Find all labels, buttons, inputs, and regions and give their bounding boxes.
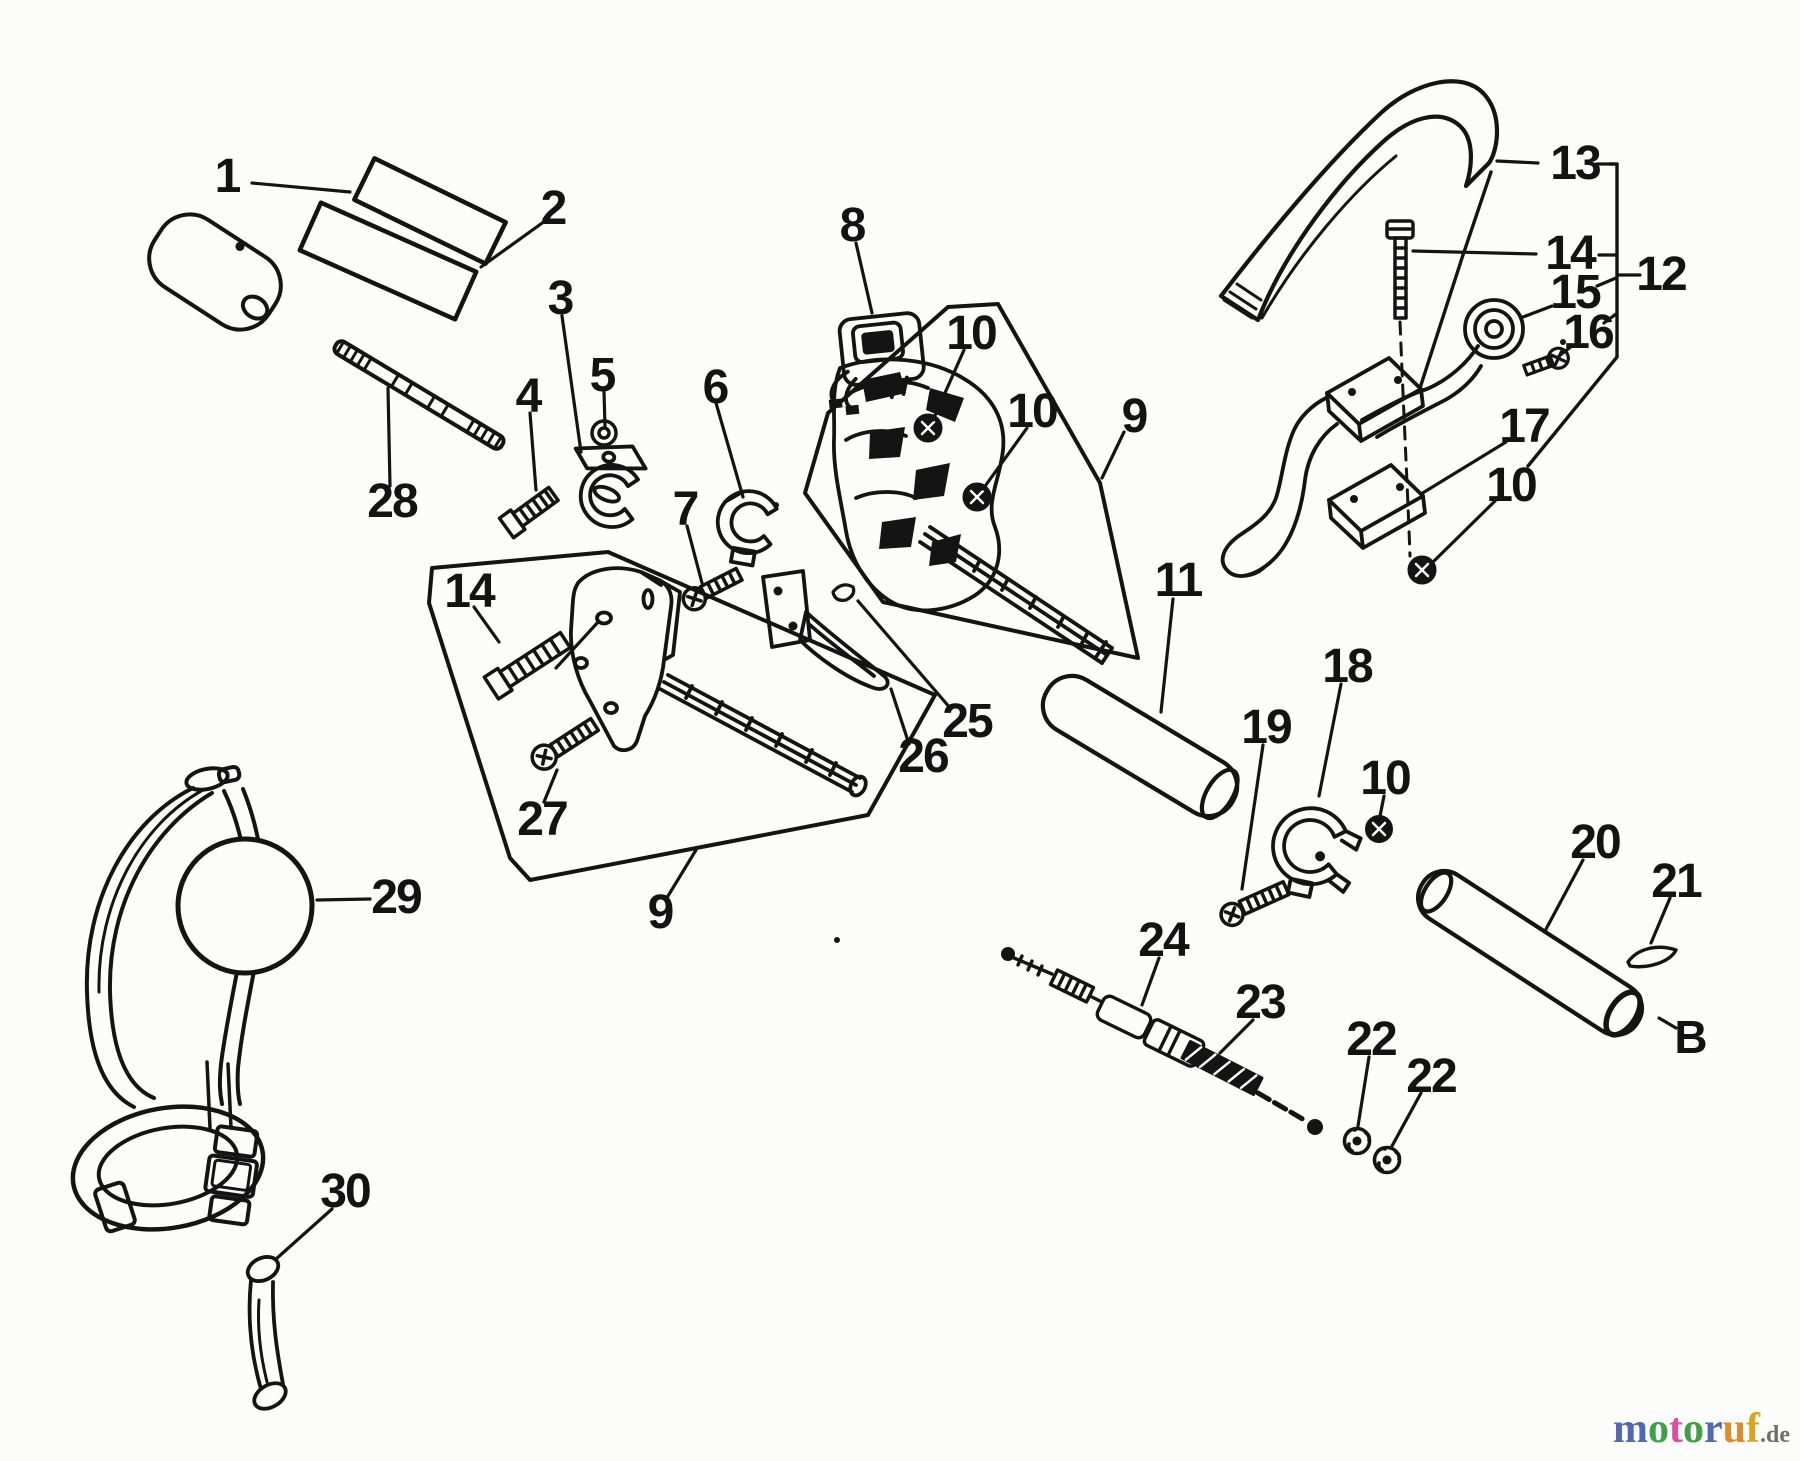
- cover-plate-part: [569, 566, 682, 753]
- shoulder-harness-part-29: [70, 764, 315, 1234]
- part-label-18: 18: [1322, 640, 1373, 693]
- part-label-22-first: 22: [1346, 1013, 1397, 1066]
- harness-hook-part-30: [245, 1255, 288, 1411]
- watermark-letter: u: [1722, 1406, 1746, 1452]
- clip-part-25: [831, 583, 856, 602]
- watermark-letter: o: [1682, 1406, 1704, 1452]
- part-label-10-fourth: 10: [1360, 752, 1411, 805]
- handle-part-13: [1218, 79, 1499, 323]
- part-label-24: 24: [1138, 914, 1189, 967]
- nut-part-22-first: [1342, 1126, 1372, 1156]
- part-label-22-second: 22: [1406, 1050, 1457, 1103]
- part-label-8: 8: [839, 199, 867, 252]
- nut-part-22-second: [1372, 1145, 1402, 1175]
- nut-part-10-third: [1407, 555, 1437, 585]
- screw-part-19: [1219, 880, 1291, 928]
- leader-lines: [250, 159, 1678, 1261]
- clamp-part-6: [715, 489, 779, 568]
- part-label-6: 6: [702, 361, 730, 414]
- part-label-9-top: 9: [1121, 390, 1149, 443]
- part-label-2: 2: [540, 182, 568, 235]
- clamp-bracket-part-3: [573, 444, 648, 529]
- clip-part-21: [1626, 945, 1678, 969]
- nut-part-10-fourth: [1365, 815, 1393, 843]
- part-label-16: 16: [1563, 306, 1614, 359]
- group-outline-12: [1418, 162, 1619, 468]
- watermark-letter: m: [1612, 1406, 1648, 1452]
- part-label-30: 30: [320, 1165, 371, 1218]
- grip-sleeve-part: [147, 212, 283, 332]
- part-label-23: 23: [1235, 976, 1286, 1029]
- throttle-trigger-part-26: [761, 569, 890, 691]
- clamp-part-18: [1271, 806, 1363, 899]
- watermark-letter: t: [1668, 1406, 1683, 1452]
- part-label-26: 26: [898, 730, 949, 783]
- grip-tube-part-11: [1040, 673, 1240, 821]
- handle-bracket-part-17: [1220, 344, 1483, 578]
- ignition-switch-part-8: [828, 311, 926, 416]
- part-label-20: 20: [1570, 816, 1621, 869]
- section-letter-b: B: [1674, 1011, 1707, 1063]
- part-label-10-third: 10: [1486, 459, 1537, 512]
- screw-part-16: [1522, 346, 1570, 377]
- nut-part-10-second: [962, 482, 992, 512]
- decal-part-2: [297, 200, 479, 322]
- watermark-logo: motoruf.de: [1613, 1405, 1790, 1453]
- throttle-rod-bottom: [658, 673, 868, 798]
- group-outline-9-bottom: [427, 550, 937, 882]
- flexible-shaft-part-28: [332, 339, 506, 451]
- throttle-cable-assembly: [1001, 947, 1323, 1135]
- part-label-3: 3: [547, 272, 575, 325]
- part-label-10-second: 10: [1007, 385, 1058, 438]
- part-label-1: 1: [214, 150, 242, 203]
- shaft-tube-part-20: [1415, 868, 1645, 1038]
- part-label-9-bottom: 9: [647, 886, 675, 939]
- part-label-15: 15: [1550, 266, 1601, 319]
- part-label-19: 19: [1241, 701, 1292, 754]
- part-label-27: 27: [517, 793, 568, 846]
- watermark-suffix: .de: [1760, 1422, 1790, 1448]
- part-label-25: 25: [942, 695, 993, 748]
- screw-part-27: [530, 716, 601, 771]
- bolt-part-4: [497, 485, 560, 540]
- part-label-14-left: 14: [444, 565, 495, 618]
- part-label-7: 7: [672, 483, 700, 536]
- scan-dots: [773, 339, 1566, 943]
- part-label-29: 29: [371, 871, 422, 924]
- watermark-letter: o: [1647, 1406, 1669, 1452]
- part-label-13: 13: [1550, 137, 1601, 190]
- watermark-letter: r: [1703, 1406, 1723, 1452]
- part-label-10-first: 10: [946, 307, 997, 360]
- part-label-12: 12: [1636, 248, 1687, 301]
- part-label-14-right: 14: [1545, 227, 1596, 280]
- group-outline-9-top: [803, 302, 1140, 660]
- decal-part-1: [352, 156, 508, 266]
- watermark-letter: f: [1746, 1406, 1760, 1452]
- bolt-part-14-right: [1385, 219, 1415, 558]
- part-label-21: 21: [1651, 855, 1702, 908]
- throttle-housing-part: [832, 357, 1006, 613]
- throttle-rod-top: [918, 525, 1114, 665]
- part-label-4: 4: [515, 370, 543, 423]
- part-label-17: 17: [1499, 400, 1550, 453]
- nut-part-10-first: [913, 413, 943, 443]
- part-label-11: 11: [1154, 554, 1204, 607]
- part-label-28: 28: [367, 475, 418, 528]
- washer-part-15: [1463, 298, 1525, 360]
- part-label-5: 5: [589, 349, 617, 402]
- bolt-part-14-left: [482, 630, 572, 701]
